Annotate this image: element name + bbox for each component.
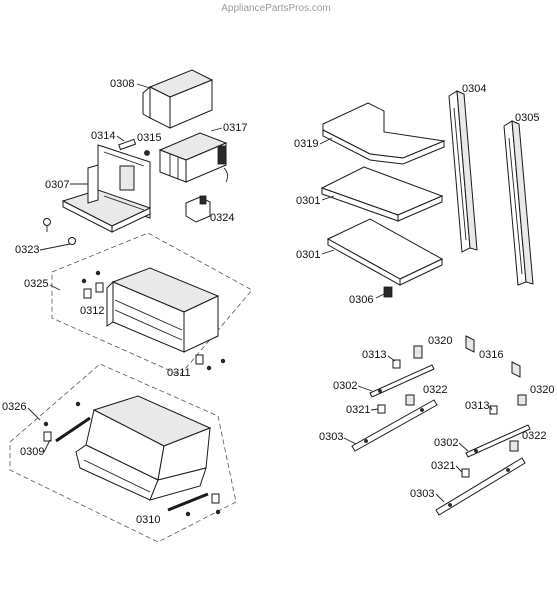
label-0303-left[interactable]: 0303 <box>319 431 343 443</box>
part-0302-slide-left <box>369 364 435 398</box>
label-0316[interactable]: 0316 <box>479 349 503 361</box>
part-0310-rail <box>167 492 221 517</box>
part-0307-housing <box>61 144 152 233</box>
part-0308-ice-bucket <box>142 69 214 129</box>
label-0313-left[interactable]: 0313 <box>362 349 386 361</box>
label-0322-right[interactable]: 0322 <box>522 430 546 442</box>
part-0301-shelf-upper <box>320 166 444 222</box>
label-0305[interactable]: 0305 <box>515 112 539 124</box>
label-0304[interactable]: 0304 <box>462 83 486 95</box>
label-0309[interactable]: 0309 <box>20 446 44 458</box>
part-0315-screw <box>144 150 150 156</box>
part-0323-screws <box>43 218 76 245</box>
label-0302-left[interactable]: 0302 <box>333 380 357 392</box>
assembly-outline-0325 <box>51 232 253 376</box>
part-0324-bracket <box>185 195 211 223</box>
label-0320-left[interactable]: 0320 <box>428 335 452 347</box>
label-0325[interactable]: 0325 <box>24 278 48 290</box>
label-0302-right[interactable]: 0302 <box>434 437 458 449</box>
part-0302-slide-right <box>465 424 531 458</box>
part-0309-rail <box>43 401 91 443</box>
part-0319-shelf <box>322 102 446 165</box>
label-0307[interactable]: 0307 <box>45 179 69 191</box>
label-0319[interactable]: 0319 <box>294 138 318 150</box>
part-0301-shelf-lower <box>326 218 444 286</box>
part-0325-drawer <box>106 267 220 353</box>
part-0304-rail <box>448 90 478 253</box>
label-0301-upper[interactable]: 0301 <box>296 195 320 207</box>
label-0303-right[interactable]: 0303 <box>410 488 434 500</box>
part-0306-clip <box>383 286 393 298</box>
part-0311-clips <box>195 354 226 371</box>
watermark: AppliancePartsPros.com <box>221 3 331 14</box>
part-0312-clips <box>81 270 104 299</box>
label-0321-left[interactable]: 0321 <box>346 404 370 416</box>
assembly-outline-0326 <box>9 363 237 543</box>
label-0315[interactable]: 0315 <box>137 132 161 144</box>
part-0326-drawer <box>75 395 212 501</box>
label-0326[interactable]: 0326 <box>2 401 26 413</box>
label-0313-right[interactable]: 0313 <box>465 400 489 412</box>
label-0310[interactable]: 0310 <box>136 514 160 526</box>
label-0320-right[interactable]: 0320 <box>530 384 554 396</box>
label-0312[interactable]: 0312 <box>80 305 104 317</box>
label-0306[interactable]: 0306 <box>349 294 373 306</box>
part-0314-shaft <box>118 138 137 151</box>
part-0303-slide-left <box>351 399 438 452</box>
label-0324[interactable]: 0324 <box>210 212 234 224</box>
parts-0313-0320-0321-0322-right <box>461 394 527 478</box>
label-0308[interactable]: 0308 <box>110 78 134 90</box>
part-0317-icemaker <box>158 132 229 183</box>
label-0323[interactable]: 0323 <box>15 244 39 256</box>
part-0305-rail <box>503 120 534 286</box>
label-0322-left[interactable]: 0322 <box>423 384 447 396</box>
label-0314[interactable]: 0314 <box>91 130 115 142</box>
part-0303-slide-right <box>435 457 526 516</box>
label-0317[interactable]: 0317 <box>223 122 247 134</box>
label-0301-lower[interactable]: 0301 <box>296 249 320 261</box>
part-0316-block <box>465 335 521 378</box>
label-0311[interactable]: 0311 <box>167 367 191 379</box>
label-0321-right[interactable]: 0321 <box>431 460 455 472</box>
